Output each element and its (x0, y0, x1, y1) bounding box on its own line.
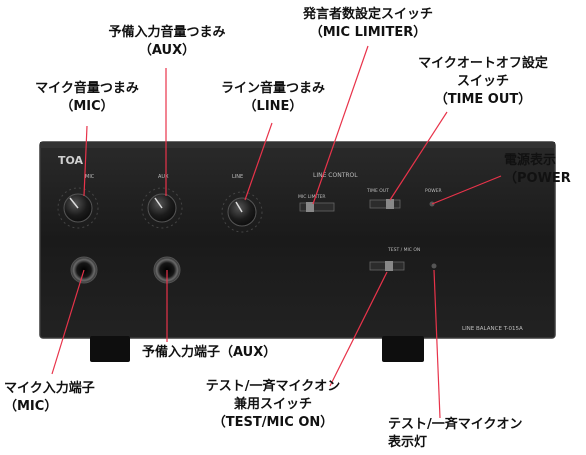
device-foot-right (382, 336, 424, 362)
test-mic-on-indicator-lamp (431, 263, 437, 269)
test-switch-label: TEST / MIC ON (387, 247, 420, 253)
power-indicator-label: POWER (425, 188, 442, 194)
device-foot-left (90, 336, 130, 362)
leader-time-out (389, 111, 448, 201)
aux-volume-knob[interactable] (141, 187, 183, 229)
time-out-switch[interactable] (369, 199, 401, 209)
callout-time-out-line1: マイクオートオフ設定 (418, 56, 548, 71)
callout-test-indicator-line2: 表示灯 (388, 435, 428, 450)
callout-test-switch: テスト/一斉マイクオン 兼用スイッチ （TEST/MIC ON） (168, 378, 378, 432)
callout-aux-input-line1: 予備入力端子（AUX） (142, 345, 277, 360)
callout-test-switch-line2: 兼用スイッチ (233, 397, 312, 412)
callout-line-volume: ライン音量つまみ （LINE） (188, 80, 358, 116)
callout-power: 電源表示 （POWER (504, 152, 586, 188)
callout-aux-volume: 予備入力音量つまみ （AUX） (74, 24, 260, 60)
leader-test-indicator (433, 269, 441, 419)
callout-test-indicator-line1: テスト/一斉マイクオン (388, 417, 523, 432)
test-mic-on-switch[interactable] (369, 261, 405, 271)
leader-test-switch (329, 271, 388, 387)
mic-limiter-switch-label: MIC LIMITER (298, 194, 326, 200)
leader-mic-limiter (312, 45, 369, 205)
section-title: LINE CONTROL (313, 172, 358, 179)
callout-test-indicator: テスト/一斉マイクオン 表示灯 (388, 416, 584, 452)
callout-aux-volume-line1: 予備入力音量つまみ (108, 25, 226, 40)
line-volume-knob[interactable] (221, 191, 263, 233)
callout-aux-input: 予備入力端子（AUX） (142, 344, 322, 362)
mic-knob-label: MIC (85, 174, 95, 180)
callout-line-volume-line1: ライン音量つまみ (220, 81, 325, 96)
leader-mic-volume (83, 125, 88, 197)
callout-line-volume-line2: （LINE） (243, 99, 303, 114)
leader-mic-input (51, 269, 85, 375)
callout-power-line1: 電源表示 (504, 153, 557, 168)
leader-lines (51, 45, 502, 419)
brand-logo: TOA (58, 154, 84, 167)
line-knob-label: LINE (232, 174, 243, 180)
callout-mic-volume-line2: （MIC） (60, 99, 114, 114)
aux-knob-label: AUX (158, 174, 169, 180)
callout-power-line2: （POWER (504, 171, 571, 186)
model-label: LINE BALANCE T-015A (462, 326, 523, 332)
mic-limiter-switch[interactable] (299, 202, 335, 212)
callout-mic-limiter-line2: （MIC LIMITER） (309, 25, 427, 40)
callout-aux-volume-line2: （AUX） (138, 43, 196, 58)
callout-time-out: マイクオートオフ設定 スイッチ （TIME OUT） (382, 55, 584, 109)
callout-time-out-line2: スイッチ (456, 74, 509, 89)
callout-time-out-line3: （TIME OUT） (434, 92, 532, 107)
callout-mic-volume-line1: マイク音量つまみ (35, 81, 139, 96)
callout-mic-input-line1: マイク入力端子 (4, 381, 95, 396)
leader-line-volume (244, 122, 273, 201)
callout-test-switch-line3: （TEST/MIC ON） (212, 415, 334, 430)
callout-mic-limiter-line1: 発言者数設定スイッチ (302, 7, 433, 22)
callout-mic-input-line2: （MIC） (4, 399, 58, 414)
device-front-panel (39, 141, 556, 339)
callout-mic-input: マイク入力端子 （MIC） (4, 380, 144, 416)
callout-mic-limiter: 発言者数設定スイッチ （MIC LIMITER） (270, 6, 466, 42)
callout-mic-volume: マイク音量つまみ （MIC） (2, 80, 172, 116)
leader-power (431, 175, 502, 205)
mic-volume-knob[interactable] (57, 187, 99, 229)
callout-test-switch-line1: テスト/一斉マイクオン (205, 379, 341, 394)
time-out-switch-label: TIME OUT (366, 188, 389, 194)
